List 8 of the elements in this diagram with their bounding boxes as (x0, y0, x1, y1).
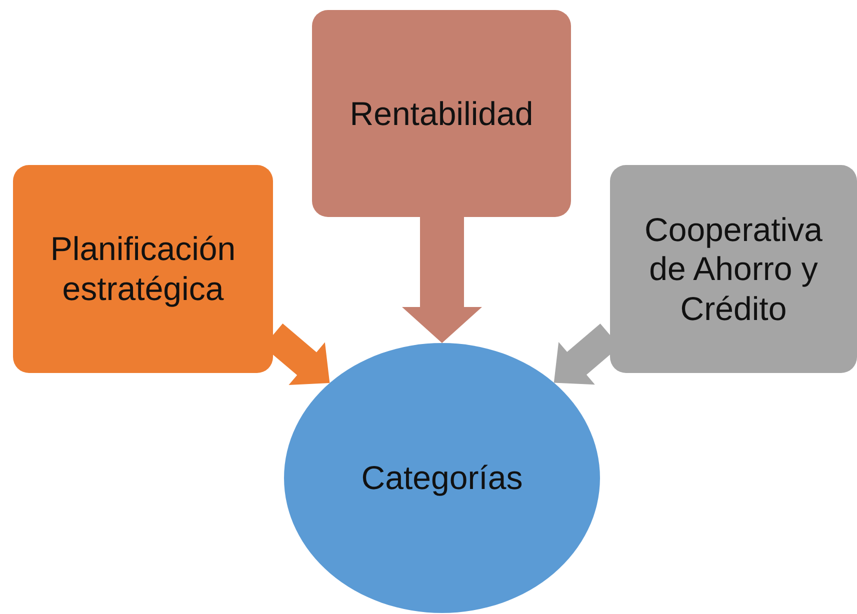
concept-box (610, 165, 857, 373)
node-label: Rentabilidad (350, 94, 534, 134)
block-arrow (402, 217, 482, 343)
concept-box (13, 165, 273, 373)
node-label: Planificación estratégica (49, 229, 237, 309)
node-label: Categorías (361, 458, 523, 498)
node-label: Cooperativa de Ahorro y Crédito (644, 210, 824, 328)
concept-box (312, 10, 571, 217)
